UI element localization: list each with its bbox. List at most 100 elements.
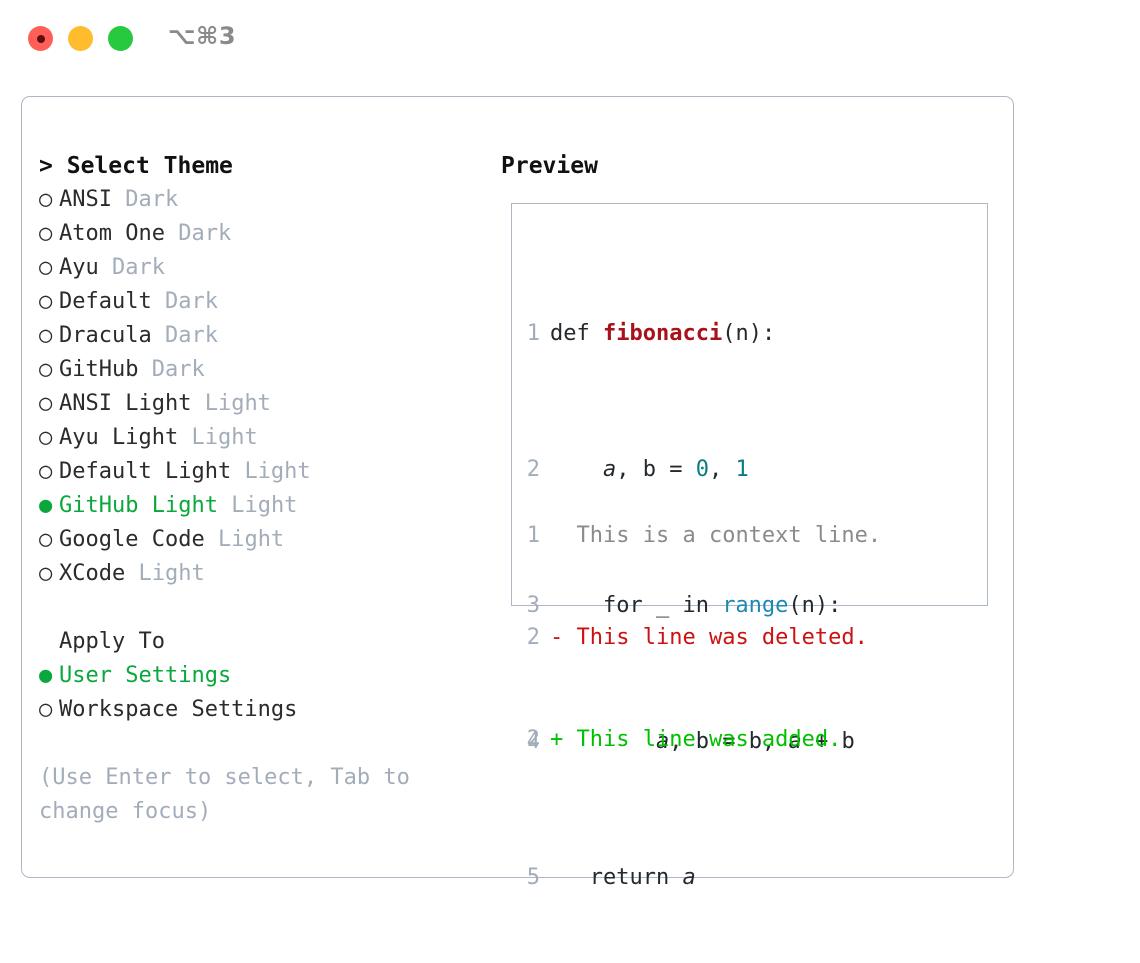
line-number: 3 [526, 593, 540, 618]
code-token: = [655, 457, 696, 482]
theme-label: ANSI [59, 187, 112, 212]
line-number: 1 [526, 321, 540, 346]
code-token: (n): [788, 593, 842, 618]
code-token: + [801, 729, 842, 754]
code-token: = [708, 729, 749, 754]
code-token-variable: a [655, 729, 670, 754]
apply-to-list: ●User Settings ○Workspace Settings [39, 659, 489, 727]
code-token: b [748, 729, 762, 754]
line-number: 4 [526, 729, 540, 754]
apply-to-heading: Apply To [59, 629, 165, 654]
theme-tag: Dark [125, 187, 179, 212]
theme-list: ○ANSI Dark ○Atom One Dark ○Ayu Dark ○Def… [39, 183, 489, 591]
theme-list-item[interactable]: ○Ayu Dark [39, 251, 489, 285]
theme-list-item[interactable]: ○ANSI Dark [39, 183, 489, 217]
theme-list-item[interactable]: ○Google Code Light [39, 523, 489, 557]
radio-selected-icon: ● [39, 493, 53, 518]
theme-tag: Dark [164, 289, 218, 314]
theme-label: Google Code [59, 527, 205, 552]
code-token: b [695, 729, 709, 754]
code-token: , [669, 729, 696, 754]
theme-tag: Dark [112, 255, 165, 280]
theme-list-item[interactable]: ○Atom One Dark [39, 217, 489, 251]
radio-icon: ○ [39, 323, 53, 348]
theme-picker-heading: > Select Theme [39, 149, 489, 183]
code-token: b [642, 457, 656, 482]
close-button-icon[interactable] [28, 26, 53, 51]
code-token-function: fibonacci [602, 321, 723, 346]
theme-tag: Light [217, 527, 285, 552]
theme-list-item[interactable]: ○XCode Light [39, 557, 489, 591]
theme-tag: Light [244, 459, 311, 484]
app-window: ⌥⌘3 > Select Theme ○ANSI Dark ○Atom One … [0, 0, 1140, 890]
theme-list-item[interactable]: ○Dracula Dark [39, 319, 489, 353]
title-bar: ⌥⌘3 [0, 0, 1140, 78]
theme-tag: Dark [164, 323, 218, 348]
diff-marker-minus: - [550, 625, 577, 650]
code-token-builtin: range [722, 593, 789, 618]
apply-to-item-user-settings[interactable]: ●User Settings [39, 659, 489, 693]
code-token: def [550, 321, 603, 346]
code-line: 3 for _ in range(n): [526, 589, 855, 623]
theme-tag: Light [231, 493, 298, 518]
line-number: 1 [526, 523, 540, 548]
radio-icon: ○ [39, 561, 53, 586]
code-token-number: 0 [695, 457, 709, 482]
apply-to-label: Workspace Settings [59, 697, 298, 722]
hint-spacer [39, 727, 489, 761]
code-line: 4 a, b = b, a + b [526, 725, 855, 759]
code-token-variable: a [602, 457, 617, 482]
theme-label: Ayu [59, 255, 99, 280]
line-number: 2 [526, 727, 540, 752]
radio-icon: ○ [39, 221, 53, 246]
code-token: , [708, 457, 736, 482]
code-token: , [761, 729, 789, 754]
line-number: 2 [526, 457, 540, 482]
code-line: 2 a, b = 0, 1 [526, 453, 855, 487]
diff-text: This line was added. [576, 727, 842, 752]
diff-marker [550, 523, 577, 548]
line-number: 5 [526, 865, 540, 890]
theme-tag: Light [138, 561, 205, 586]
preview-panel: 1 def fibonacci (n): 2 a, b = 0, 1 3 for _… [511, 203, 988, 890]
apply-to-item-workspace-settings[interactable]: ○Workspace Settings [39, 693, 489, 727]
theme-list-item[interactable]: ○Ayu Light Light [39, 421, 489, 455]
line-number: 2 [526, 625, 540, 650]
diff-text: This line was deleted. [576, 625, 868, 650]
maximize-button-icon[interactable] [108, 26, 133, 51]
theme-label: GitHub Light [59, 493, 218, 518]
code-token-number: 1 [735, 457, 749, 482]
diff-line-context: 1 This is a context line. [526, 519, 881, 553]
traffic-light-group [28, 26, 133, 51]
theme-list-item-selected[interactable]: ●GitHub Light Light [39, 489, 489, 523]
theme-label: Ayu Light [59, 425, 179, 450]
page-title: Select Theme [66, 153, 233, 179]
theme-list-item[interactable]: ○ANSI Light Light [39, 387, 489, 421]
theme-label: ANSI Light [59, 391, 192, 416]
code-token: b [841, 729, 855, 754]
code-line: 5 return a [526, 861, 855, 895]
radio-icon: ○ [39, 425, 53, 450]
radio-icon: ○ [39, 357, 53, 382]
prompt-caret-icon: > [39, 153, 53, 179]
radio-icon: ○ [39, 255, 53, 280]
diff-line-added: 2 + This line was added. [526, 723, 881, 757]
theme-list-item[interactable]: ○Default Light Light [39, 455, 489, 489]
main-panel: > Select Theme ○ANSI Dark ○Atom One Dark… [21, 96, 1014, 890]
theme-list-item[interactable]: ○GitHub Dark [39, 353, 489, 387]
theme-label: Default [59, 289, 152, 314]
theme-list-item[interactable]: ○Default Dark [39, 285, 489, 319]
theme-label: Default Light [59, 459, 232, 484]
minimize-button-icon[interactable] [68, 26, 93, 51]
diff-marker-plus: + [550, 727, 577, 752]
radio-icon: ○ [39, 289, 53, 314]
radio-icon: ○ [39, 391, 53, 416]
theme-picker-column: > Select Theme ○ANSI Dark ○Atom One Dark… [39, 149, 489, 829]
radio-icon: ○ [39, 697, 53, 722]
radio-selected-icon: ● [39, 663, 53, 688]
theme-label: GitHub [59, 357, 139, 382]
radio-icon: ○ [39, 187, 53, 212]
theme-label: XCode [59, 561, 126, 586]
